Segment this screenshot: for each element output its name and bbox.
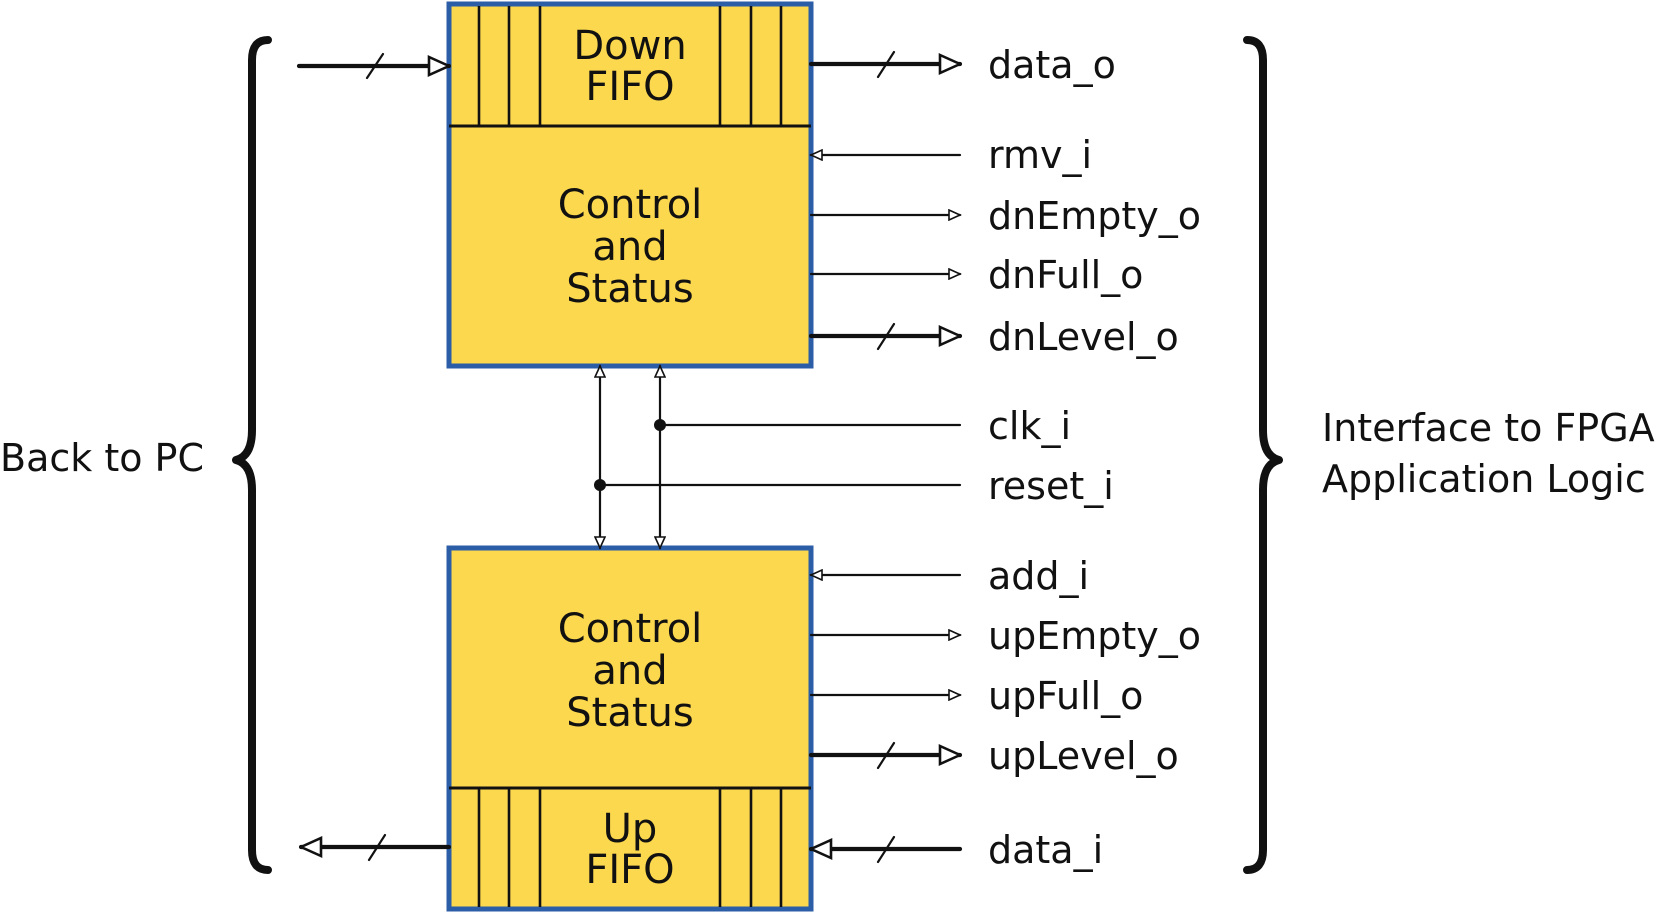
up-fifo-label-line1: Up <box>603 806 658 852</box>
up-fifo-slots <box>477 788 783 907</box>
signal-rmv-i-label: rmv_i <box>988 133 1092 177</box>
signal-dnfull-o: dnFull_o <box>809 253 1143 297</box>
right-side-label-line1: Interface to FPGA <box>1322 406 1655 450</box>
up-block: Control and Status Up FIFO <box>446 545 814 912</box>
signal-upempty-o: upEmpty_o <box>809 614 1201 658</box>
signal-clk-i-label: clk_i <box>988 404 1071 448</box>
down-block: Down FIFO Control and Status <box>446 1 814 369</box>
up-fifo-label-line2: FIFO <box>585 847 674 893</box>
signal-dnlevel-o-label: dnLevel_o <box>988 315 1179 359</box>
signal-clk-i: clk_i <box>654 404 1071 448</box>
signal-upfull-o: upFull_o <box>809 674 1143 718</box>
pc-input-bus <box>296 52 452 80</box>
signal-add-i-label: add_i <box>988 554 1089 598</box>
pc-output-bus <box>298 833 452 862</box>
signal-add-i: add_i <box>811 554 1089 598</box>
left-side-label: Back to PC <box>0 436 204 480</box>
down-fifo-label-line1: Down <box>573 23 686 69</box>
up-control-label-line1: Control <box>558 606 703 652</box>
signal-uplevel-o-label: upLevel_o <box>988 734 1179 778</box>
up-control-label-line2: and <box>592 648 667 694</box>
signal-rmv-i: rmv_i <box>811 133 1092 177</box>
signal-upfull-o-label: upFull_o <box>988 674 1143 718</box>
up-control-label-line3: Status <box>566 690 693 736</box>
signal-upempty-o-label: upEmpty_o <box>988 614 1201 658</box>
signal-reset-i: reset_i <box>594 464 1114 508</box>
signal-data-i-label: data_i <box>988 828 1103 872</box>
down-control-label-line3: Status <box>566 266 693 312</box>
down-fifo-label-line2: FIFO <box>585 64 674 110</box>
signal-dnempty-o: dnEmpty_o <box>809 194 1201 238</box>
signal-dnfull-o-label: dnFull_o <box>988 253 1143 297</box>
down-control-label-line2: and <box>592 224 667 270</box>
signal-data-i: data_i <box>808 828 1103 872</box>
signal-data-o: data_o <box>808 43 1116 87</box>
signal-dnempty-o-label: dnEmpty_o <box>988 194 1201 238</box>
signal-reset-i-label: reset_i <box>988 464 1114 508</box>
down-control-label-line1: Control <box>558 182 703 228</box>
right-side-label-line2: Application Logic <box>1322 457 1646 501</box>
signal-dnlevel-o: dnLevel_o <box>808 315 1179 359</box>
down-fifo-slots <box>477 6 783 126</box>
signal-data-o-label: data_o <box>988 43 1116 87</box>
right-brace <box>1243 36 1283 874</box>
signal-uplevel-o: upLevel_o <box>808 734 1179 778</box>
left-brace <box>232 36 272 874</box>
